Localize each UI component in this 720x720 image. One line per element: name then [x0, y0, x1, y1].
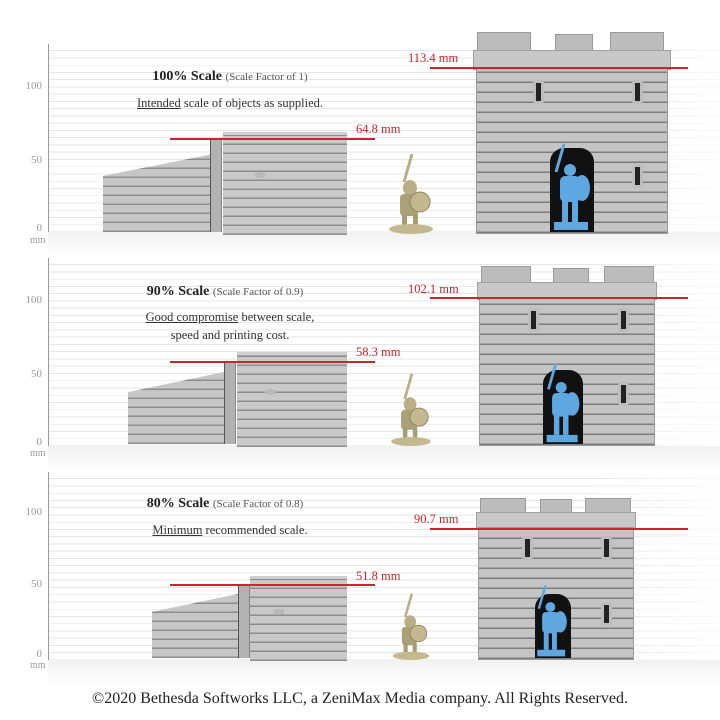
- tower-measure-line: [430, 528, 688, 530]
- scale-title-bold: 90% Scale: [146, 284, 210, 299]
- tower-window: [533, 80, 544, 104]
- wall-measure-line: [170, 138, 375, 140]
- scale-description: Good compromise between scale, speed and…: [110, 308, 350, 344]
- miniature-figure-icon: [391, 373, 431, 446]
- wall-measure-line: [170, 361, 375, 363]
- unit-label: mm: [30, 448, 46, 459]
- wall-section: [223, 132, 347, 235]
- description-text: between scale,: [238, 310, 315, 324]
- tick-100: 100: [25, 294, 43, 306]
- scale-panel-80: 100 50 0 mm 80% Scale (Scale Factor of 0…: [0, 472, 720, 686]
- ground-band: [48, 446, 720, 472]
- description-text: scale of objects as supplied.: [180, 96, 324, 110]
- wall-pillar: [224, 362, 236, 444]
- scale-factor: (Scale Factor of 1): [225, 71, 308, 83]
- description-line2: speed and printing cost.: [170, 328, 290, 342]
- wall-height-label: 58.3 mm: [356, 345, 401, 359]
- tick-0: 0: [36, 222, 43, 234]
- tick-100: 100: [25, 80, 43, 92]
- wall-pillar: [238, 584, 250, 658]
- blue-figure-silhouette-icon: [554, 143, 590, 230]
- copyright-footer: ©2020 Bethesda Softworks LLC, a ZeniMax …: [92, 690, 628, 707]
- y-axis: [48, 44, 49, 232]
- tower-window: [618, 382, 629, 406]
- tick-100: 100: [25, 506, 43, 518]
- unit-label: mm: [30, 235, 46, 246]
- description-emphasis: Good compromise: [145, 310, 239, 324]
- tick-0: 0: [36, 648, 43, 660]
- tick-50: 50: [31, 368, 42, 380]
- scale-panel-90: 100 50 0 mm 90% Scale (Scale Factor of 0…: [0, 258, 720, 472]
- tower-measure-line: [430, 67, 688, 69]
- wall-height-label: 51.8 mm: [356, 569, 401, 583]
- tower-window: [632, 80, 643, 104]
- scale-title: 90% Scale (Scale Factor of 0.9): [130, 284, 320, 300]
- scale-panel-100: 100 50 0 mm 100% Scale (Scale Factor of …: [0, 32, 720, 258]
- tower-window: [632, 164, 643, 188]
- tower-height-label: 90.7 mm: [414, 512, 459, 526]
- tower-window: [601, 602, 612, 626]
- miniature-figure-icon: [392, 593, 430, 660]
- description-emphasis: Minimum: [152, 523, 203, 537]
- tower-window: [522, 536, 533, 560]
- description-emphasis: Intended: [136, 96, 181, 110]
- y-axis: [48, 258, 49, 446]
- wall-pillar: [210, 140, 222, 232]
- tower-height-label: 113.4 mm: [408, 51, 459, 65]
- tick-50: 50: [31, 154, 42, 166]
- scale-factor: (Scale Factor of 0.8): [212, 498, 304, 510]
- y-axis: [48, 472, 49, 660]
- wall-section: [250, 576, 347, 661]
- scale-description: Intended scale of objects as supplied.: [110, 94, 350, 112]
- wall-height-label: 64.8 mm: [356, 122, 401, 136]
- scale-title: 100% Scale (Scale Factor of 1): [140, 69, 320, 85]
- tick-50: 50: [31, 578, 42, 590]
- ground-band: [48, 660, 720, 686]
- scale-title: 80% Scale (Scale Factor of 0.8): [130, 496, 320, 512]
- scale-title-bold: 80% Scale: [146, 496, 210, 511]
- scale-description: Minimum recommended scale.: [110, 521, 350, 539]
- wall-measure-line: [170, 584, 375, 586]
- wall-section: [237, 352, 347, 447]
- blue-figure-silhouette-icon: [546, 363, 580, 443]
- ground-band: [48, 232, 720, 258]
- tower-window: [618, 308, 629, 332]
- tower-window: [601, 536, 612, 560]
- tower-window: [528, 308, 539, 332]
- unit-label: mm: [30, 660, 46, 671]
- scale-factor: (Scale Factor of 0.9): [212, 286, 304, 298]
- scale-title-bold: 100% Scale: [152, 69, 222, 84]
- description-text: recommended scale.: [202, 523, 308, 537]
- tower-height-label: 102.1 mm: [408, 282, 459, 296]
- tower-measure-line: [430, 297, 688, 299]
- tick-0: 0: [36, 436, 43, 448]
- miniature-figure-icon: [389, 153, 433, 234]
- blue-figure-silhouette-icon: [537, 585, 567, 657]
